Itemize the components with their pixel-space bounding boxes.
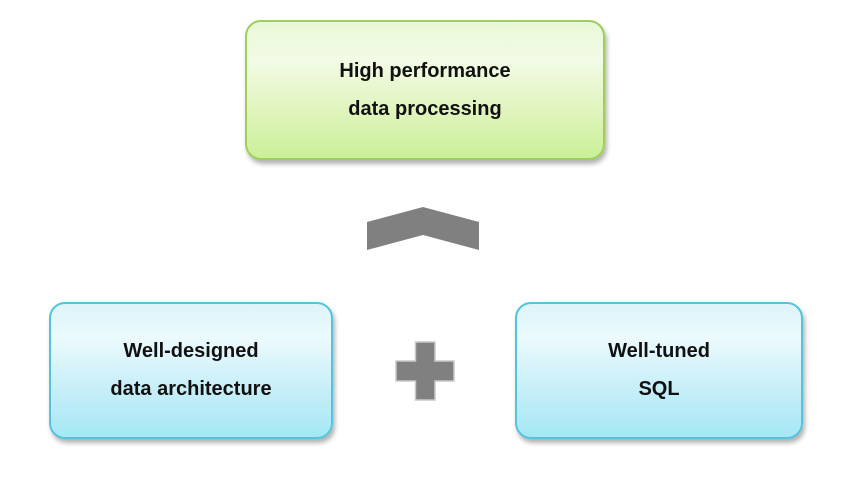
box-text-line: High performance <box>339 59 511 82</box>
high-performance-box: High performance data processing <box>245 20 605 160</box>
box-text-line: SQL <box>638 378 680 400</box>
box-text-line: data processing <box>348 97 502 120</box>
plus-icon <box>395 341 455 401</box>
box-text-line: Well-designed <box>123 340 259 362</box>
well-tuned-box: Well-tuned SQL <box>515 302 803 439</box>
box-text-line: Well-tuned <box>608 340 710 362</box>
well-designed-box: Well-designed data architecture <box>49 302 333 439</box>
box-text-line: data architecture <box>110 378 272 400</box>
chevron-up-icon <box>367 207 479 250</box>
